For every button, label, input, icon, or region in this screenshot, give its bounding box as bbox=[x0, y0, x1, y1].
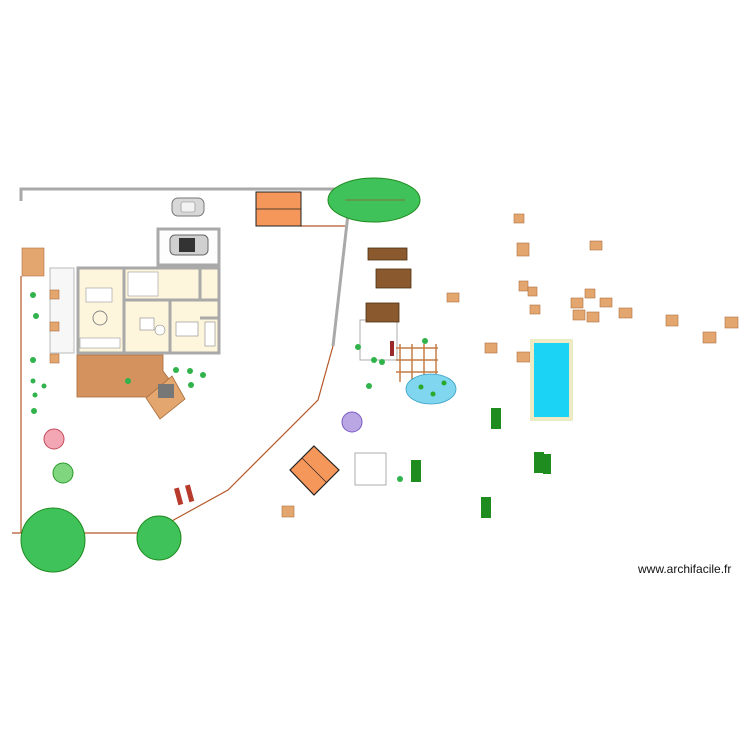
sofa-icon bbox=[139, 317, 155, 331]
house bbox=[76, 266, 221, 355]
table-icon bbox=[92, 310, 108, 326]
wood-deck bbox=[21, 213, 739, 518]
vegetable-bed bbox=[365, 247, 412, 323]
swimming-pool bbox=[530, 339, 573, 421]
pond bbox=[405, 373, 457, 405]
garden-shed bbox=[255, 191, 302, 227]
sun-lounger-icon bbox=[173, 341, 394, 506]
garden-pavilion bbox=[289, 445, 340, 496]
tree-icon bbox=[20, 177, 421, 573]
terrace bbox=[76, 354, 186, 420]
watermark[interactable]: www.archifacile.fr bbox=[638, 562, 732, 576]
shrub-icon bbox=[30, 292, 428, 482]
hedge bbox=[411, 408, 551, 518]
garage bbox=[156, 227, 221, 267]
property-wall bbox=[19, 187, 350, 347]
car-icon bbox=[171, 197, 205, 217]
side-walkway bbox=[49, 267, 75, 354]
bed-icon bbox=[175, 321, 199, 337]
